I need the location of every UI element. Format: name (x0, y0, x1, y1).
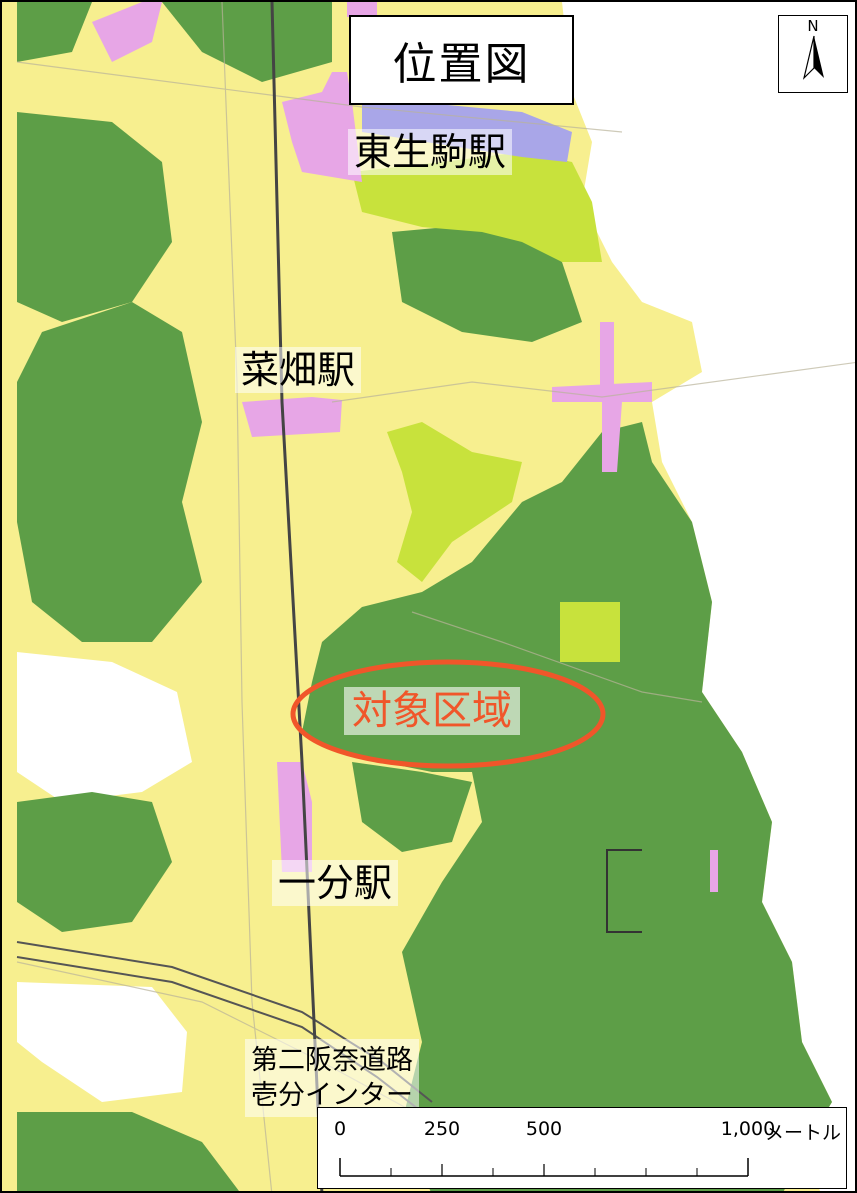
light-green-zone-north (352, 152, 602, 262)
station-label-higashi-ikoma: 東生駒駅 (348, 129, 513, 175)
scale-tick-500: 500 (525, 1118, 563, 1140)
green-zone-northwest (17, 112, 172, 322)
commercial-zone-nabata (242, 397, 342, 437)
scale-bar: 0 250 500 1,000 メートル (317, 1107, 847, 1189)
light-green-zone-school (560, 602, 620, 662)
interchange-line-1: 第二阪奈道路 (251, 1045, 413, 1076)
district-boundary (606, 849, 642, 933)
green-zone-southwest (17, 792, 172, 932)
commercial-zone-east-road (552, 382, 652, 472)
map-title-box: 位置図 (349, 15, 574, 105)
target-area-label: 対象区域 (344, 687, 520, 735)
interchange-line-2: 壱分インター (251, 1080, 413, 1112)
unzoned-area-west (17, 652, 192, 802)
north-arrow-icon (802, 35, 824, 80)
commercial-zone-strip (710, 850, 718, 892)
commercial-zone-east-road-north (600, 322, 614, 387)
north-letter: N (807, 17, 819, 35)
station-label-nabata: 菜畑駅 (235, 347, 362, 393)
scale-tick-0: 0 (333, 1118, 347, 1140)
green-zone-west (17, 302, 202, 642)
station-label-ichibu: 一分駅 (272, 860, 399, 906)
green-zone-center-north (392, 222, 582, 342)
scale-tick-250: 250 (423, 1118, 461, 1140)
green-zone-center-south (352, 762, 472, 852)
green-zone-south (17, 1112, 239, 1191)
light-green-zone-center (387, 422, 522, 582)
interchange-label: 第二阪奈道路 壱分インター (245, 1039, 419, 1118)
railway-line (270, 2, 324, 1191)
unzoned-area-southwest (17, 982, 187, 1102)
target-area-outline (290, 659, 606, 769)
commercial-zone-north-edge (347, 2, 377, 17)
commercial-zone-north-rail (92, 2, 162, 62)
unzoned-area-east (562, 2, 855, 1191)
scale-bar-graphic (339, 1158, 749, 1177)
scale-unit: メートル (764, 1122, 842, 1144)
map-title: 位置図 (392, 39, 531, 90)
green-zone-target (302, 422, 832, 1191)
north-arrow: N (778, 15, 848, 93)
scale-tick-1000: 1,000 (720, 1118, 776, 1140)
green-zone-north (162, 2, 332, 82)
green-zone-north-corner (17, 2, 92, 62)
